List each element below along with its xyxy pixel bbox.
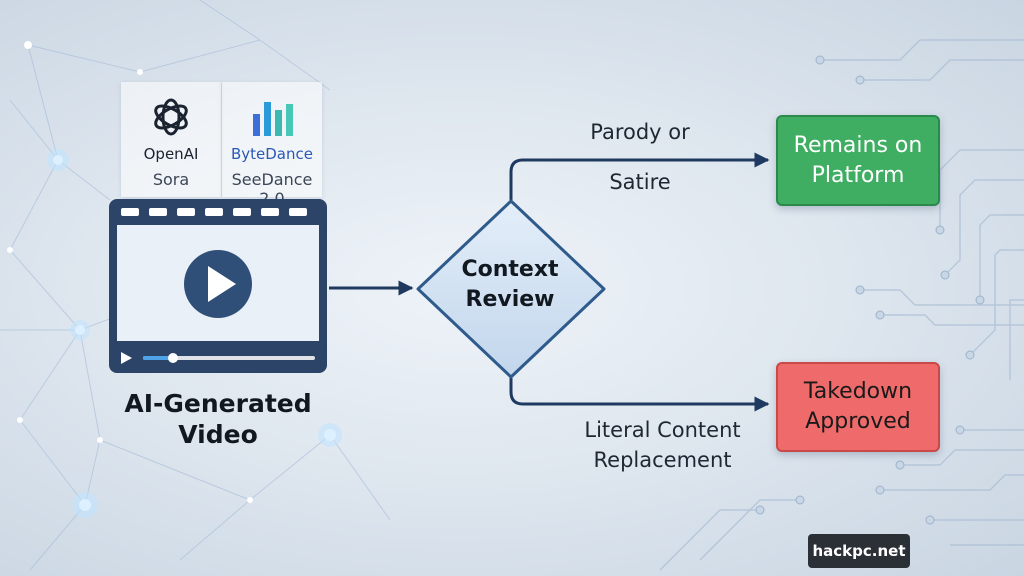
remains-on-platform-box: Remains on Platform [776, 115, 940, 206]
takedown-line2: Approved [805, 409, 911, 434]
arrow-review-to-takedown [509, 378, 770, 412]
video-label: AI-Generated Video [100, 388, 336, 450]
bytedance-logo-icon [253, 102, 293, 136]
context-review-line2: Review [465, 287, 555, 312]
takedown-line1: Takedown [803, 379, 913, 404]
branch-parody-line2: Satire [609, 170, 671, 194]
video-label-line1: AI-Generated [124, 389, 312, 418]
remains-line2: Platform [811, 162, 905, 188]
watermark-badge: hackpc.net [808, 534, 910, 568]
branch-literal-line2: Replacement [593, 448, 732, 472]
context-review-diamond [416, 199, 606, 379]
remains-line1: Remains on [793, 132, 923, 158]
openai-logo-icon [154, 98, 188, 136]
video-label-line2: Video [178, 420, 258, 449]
takedown-approved-box: Takedown Approved [776, 362, 940, 452]
arrow-review-to-remains [509, 152, 770, 200]
context-review-line1: Context [461, 257, 559, 282]
branch-literal-line1: Literal Content [584, 418, 741, 442]
context-review-label: Context Review [432, 255, 588, 315]
openai-name: OpenAI [143, 145, 199, 163]
openai-logo-card: OpenAI Sora [121, 82, 221, 197]
bytedance-logo-card: ByteDance SeeDance 2.0 [222, 82, 322, 208]
sora-product-name: Sora [152, 170, 190, 189]
bytedance-name: ByteDance [230, 145, 313, 163]
video-player-icon [109, 199, 327, 373]
branch-parody-line1: Parody or [590, 120, 690, 144]
